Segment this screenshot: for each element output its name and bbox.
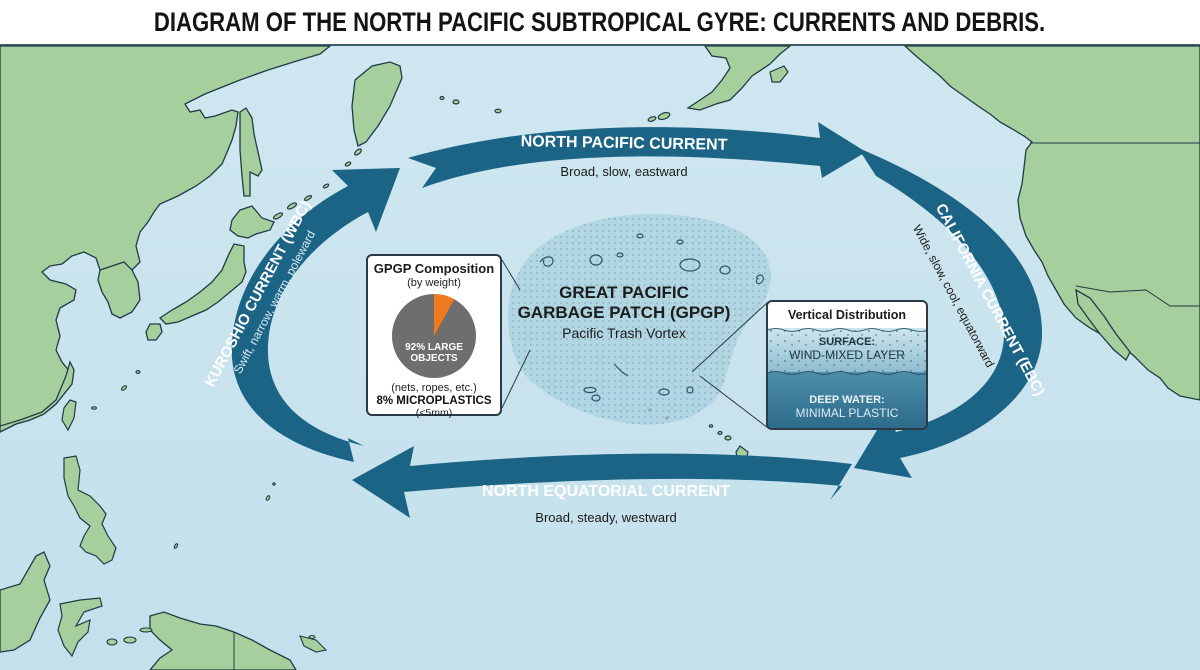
surface-label: SURFACE: xyxy=(818,336,876,348)
composition-callout: GPGP Composition (by weight) 92% LARGE O… xyxy=(366,254,502,419)
north-pacific-current-label: NORTH PACIFIC CURRENT xyxy=(521,133,728,154)
pie-large-label: 92% LARGE OBJECTS xyxy=(390,342,478,364)
north-equatorial-current-label: NORTH EQUATORIAL CURRENT xyxy=(482,483,730,500)
pie-large-label-line1: 92% LARGE xyxy=(405,342,463,353)
microplastics-label: 8% MICROPLASTICS xyxy=(376,395,492,407)
patch-name-line1: GREAT PACIFIC xyxy=(559,283,689,302)
north-equatorial-current-desc: Broad, steady, westward xyxy=(535,510,676,525)
border-us-mexico xyxy=(1075,285,1200,307)
land-sakhalin xyxy=(239,107,263,197)
land-north-america xyxy=(903,45,1200,401)
patch-name-line2: GARBAGE PATCH (GPGP) xyxy=(518,303,731,322)
land-kodiak xyxy=(769,65,789,83)
vertical-distribution-callout: Vertical Distribution SURFACE: WIND-MIXE… xyxy=(766,300,928,430)
layer-boundary-wave xyxy=(768,371,926,375)
debris-pieces xyxy=(539,233,764,402)
composition-connector xyxy=(501,259,531,409)
surface-debris-dots xyxy=(768,328,926,372)
california-current-arrow xyxy=(854,148,1043,478)
land-new-guinea xyxy=(149,611,297,670)
large-objects-note: (nets, ropes, etc.) xyxy=(391,382,477,394)
land-taiwan xyxy=(61,399,77,432)
pacific-islands xyxy=(90,370,328,653)
land-borneo xyxy=(0,551,51,653)
composition-subtitle: (by weight) xyxy=(407,277,461,289)
composition-pie-chart: 92% LARGE OBJECTS xyxy=(390,292,478,380)
pie-slice-microplastics xyxy=(434,294,455,336)
garbage-patch-stipple xyxy=(507,214,771,425)
ocean-map: NORTH PACIFIC CURRENT Broad, slow, eastw… xyxy=(0,44,1200,670)
land-china-south xyxy=(0,360,75,433)
kuroshio-current-arrow xyxy=(231,168,400,462)
deep-water-desc: MINIMAL PLASTIC xyxy=(795,406,899,420)
land-philippines xyxy=(63,455,117,565)
land-baja xyxy=(1075,288,1131,362)
diagram-title: DIAGRAM OF THE NORTH PACIFIC SUBTROPICAL… xyxy=(154,6,1046,37)
aleutian-islands xyxy=(439,95,671,122)
north-pacific-current-desc: Broad, slow, eastward xyxy=(560,164,687,179)
deep-water-label: DEEP WATER: xyxy=(809,394,885,406)
title-bar: DIAGRAM OF THE NORTH PACIFIC SUBTROPICAL… xyxy=(0,0,1200,44)
composition-title: GPGP Composition xyxy=(373,261,495,276)
land-sulawesi xyxy=(57,597,103,658)
microplastics-note: (<5mm) xyxy=(415,407,453,419)
surface-layer: SURFACE: WIND-MIXED LAYER xyxy=(768,328,926,372)
land-japan xyxy=(145,205,275,341)
north-equatorial-current-arrow xyxy=(352,446,852,518)
vertical-distribution-title: Vertical Distribution xyxy=(768,302,926,328)
land-korea xyxy=(97,261,141,319)
vertical-connector xyxy=(691,301,769,429)
north-pacific-current-arrow xyxy=(408,122,866,188)
land-kamchatka xyxy=(351,61,403,147)
surface-desc: WIND-MIXED LAYER xyxy=(789,348,905,362)
deep-water-layer: DEEP WATER: MINIMAL PLASTIC xyxy=(768,371,926,428)
patch-alias: Pacific Trash Vortex xyxy=(562,325,686,341)
kuril-islands xyxy=(272,148,362,220)
land-alaska xyxy=(686,45,792,111)
pie-large-label-line2: OBJECTS xyxy=(410,353,458,364)
